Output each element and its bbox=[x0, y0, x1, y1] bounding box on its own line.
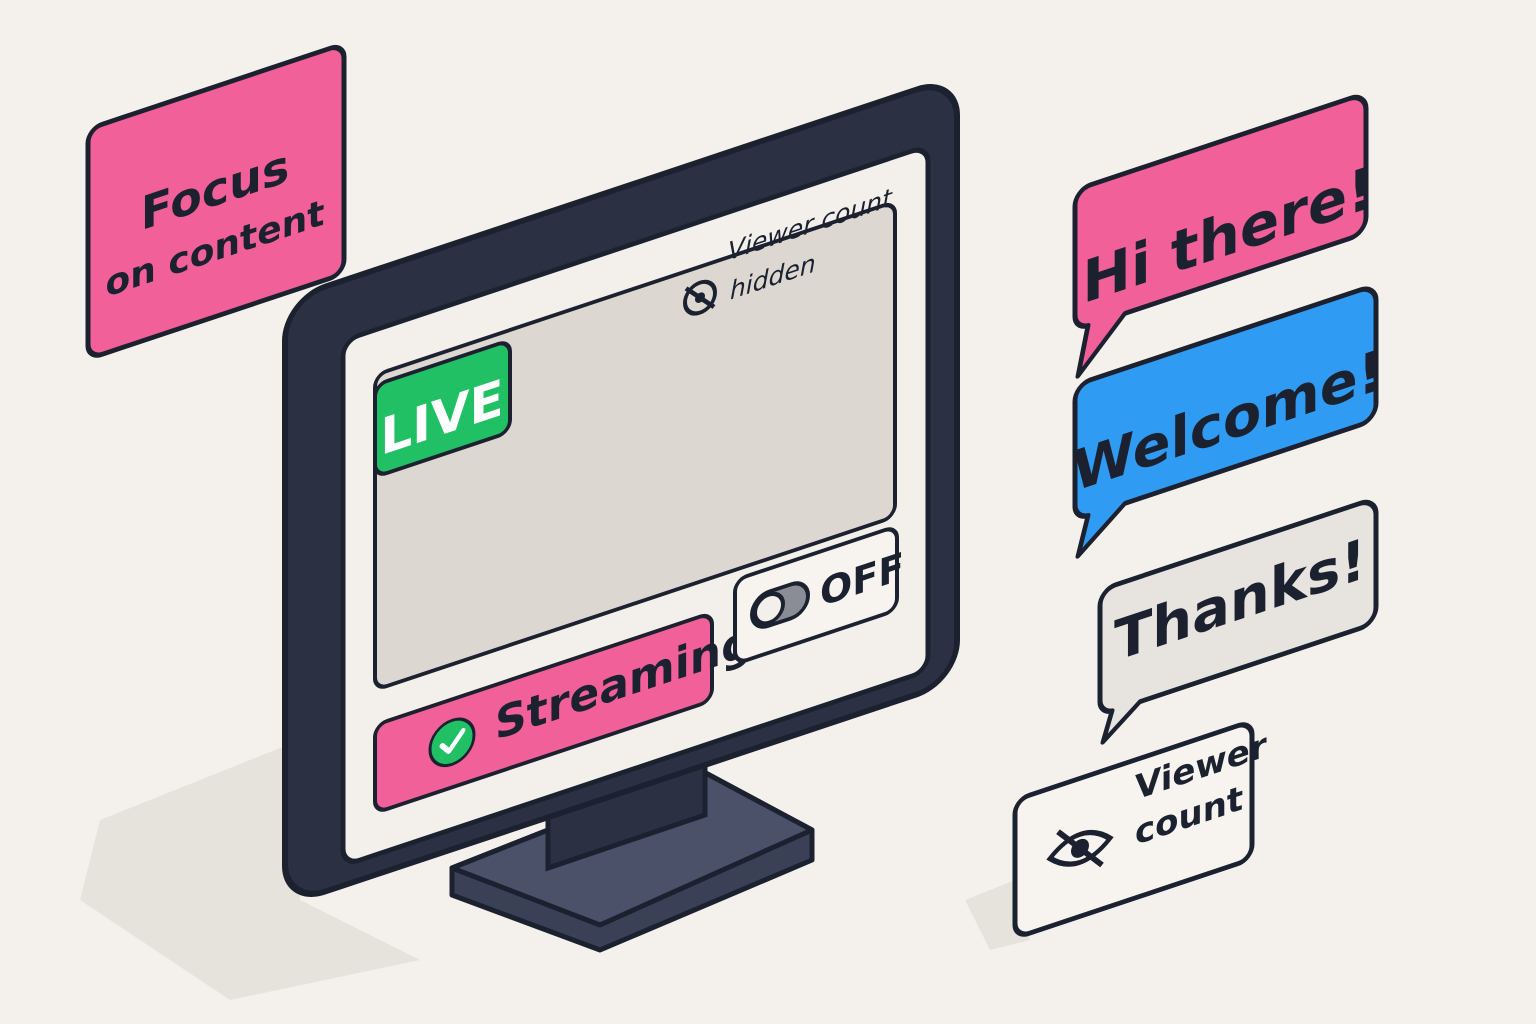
monitor-stand bbox=[449, 736, 815, 953]
viewer-count-card: Viewer count bbox=[1012, 722, 1267, 937]
check-circle-icon bbox=[428, 717, 476, 768]
toggle-knob bbox=[753, 591, 785, 626]
eye-slash-icon bbox=[683, 279, 717, 316]
monitor-shadow bbox=[80, 740, 420, 1000]
viewer-toggle[interactable]: OFF bbox=[733, 524, 904, 664]
live-badge bbox=[373, 341, 512, 476]
focus-card: Focus on content bbox=[85, 44, 347, 358]
monitor: Viewer count hidden LIVE Streaming OFF bbox=[282, 84, 960, 897]
eye-slash-icon bbox=[1046, 829, 1114, 868]
video-area bbox=[373, 202, 897, 689]
chat-bubble-thanks: Thanks! bbox=[1097, 499, 1379, 745]
